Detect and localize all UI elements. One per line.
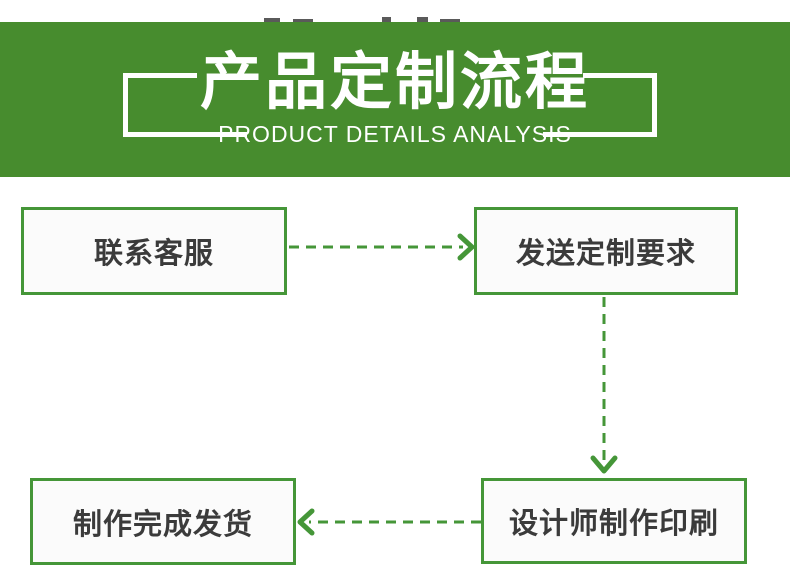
step-label: 设计师制作印刷 <box>508 508 719 540</box>
step-box-contact-service: 联系客服 <box>21 207 287 295</box>
cropped-text-fragment <box>417 17 428 22</box>
right-bracket-decoration <box>543 132 657 137</box>
right-bracket-decoration <box>583 73 657 78</box>
cropped-text-fragment <box>382 17 391 22</box>
right-bracket-decoration <box>652 73 657 137</box>
step-label: 制作完成发货 <box>72 508 253 541</box>
page-subtitle: PRODUCT DETAILS ANALYSIS <box>218 121 572 147</box>
arrowhead-right-icon <box>457 233 475 261</box>
arrow-request-to-designer <box>590 297 618 474</box>
arrow-contact-to-request <box>289 233 475 261</box>
step-box-send-request: 发送定制要求 <box>474 207 738 295</box>
arrow-designer-to-ship <box>297 508 481 536</box>
step-label: 发送定制要求 <box>515 238 696 270</box>
banner: 产品定制流程 PRODUCT DETAILS ANALYSIS <box>0 22 790 177</box>
page-title: 产品定制流程 <box>199 48 590 117</box>
arrowhead-left-icon <box>297 508 315 536</box>
cropped-text-fragment <box>440 19 460 22</box>
left-bracket-decoration <box>123 73 197 78</box>
arrowhead-down-icon <box>590 455 618 474</box>
step-box-finish-ship: 制作完成发货 <box>30 478 296 565</box>
left-bracket-decoration <box>123 132 247 137</box>
cropped-text-fragment <box>293 19 313 22</box>
cropped-text-fragment <box>264 18 280 22</box>
left-bracket-decoration <box>123 73 128 137</box>
step-label: 联系客服 <box>93 238 214 270</box>
step-box-designer-print: 设计师制作印刷 <box>481 478 747 564</box>
